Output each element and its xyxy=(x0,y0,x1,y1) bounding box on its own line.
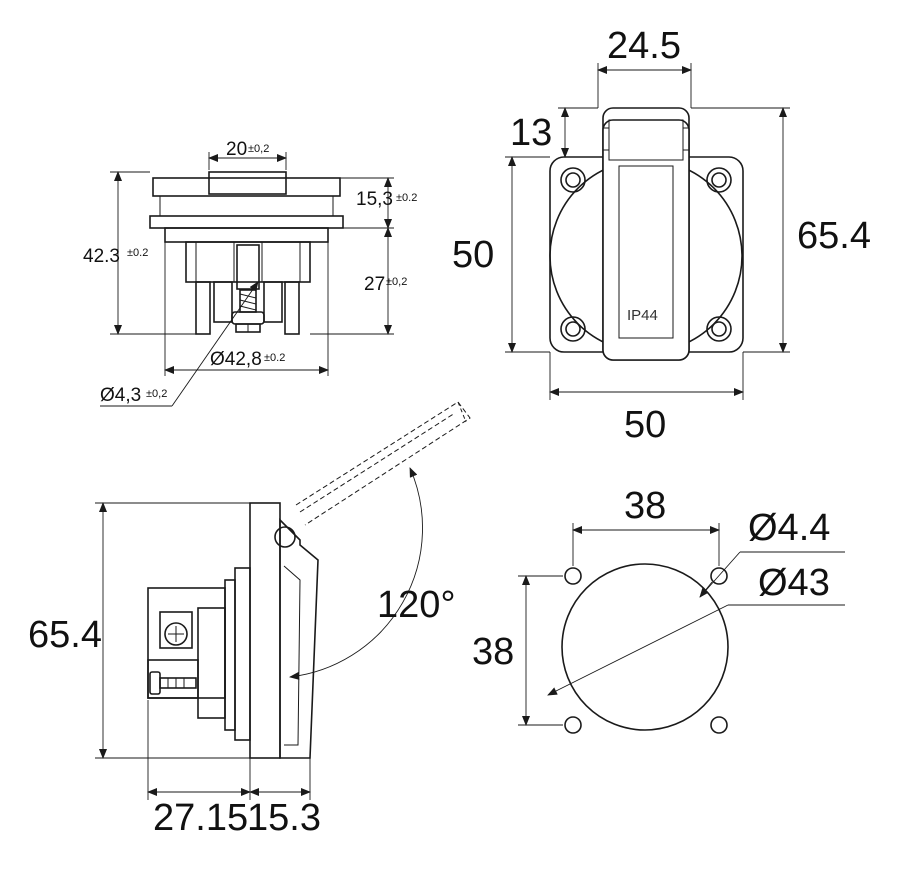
cutout-hole-bl xyxy=(564,716,582,734)
depth-front-value: 15.3 xyxy=(247,797,321,839)
mount-hole-bl xyxy=(560,316,586,342)
rear-ring xyxy=(164,227,329,243)
screw-dia-value: Ø4,3 xyxy=(100,385,141,406)
flange-thk-value: 15,3 xyxy=(356,189,393,210)
hinge-pin xyxy=(274,526,296,548)
hole-spacing-y-value: 38 xyxy=(472,631,514,673)
hub-dim-value: 20 xyxy=(226,139,247,160)
center-terminal xyxy=(236,244,260,290)
cutout-circle xyxy=(561,563,729,731)
side-height-value: 65.4 xyxy=(28,614,102,656)
cutout-hole-tr xyxy=(710,567,728,585)
body-depth-value: 27 xyxy=(364,274,385,295)
top-view: 20 ±0,2 42.3 ±0.2 15,3 ±0.2 27 ±0,2 Ø42,… xyxy=(83,139,417,407)
open-lid xyxy=(295,401,471,526)
hub-dim-tol: ±0,2 xyxy=(248,143,269,155)
cutout-hole-br xyxy=(710,716,728,734)
body-depth-tol: ±0,2 xyxy=(386,276,407,288)
height-flange-value: 50 xyxy=(452,234,494,276)
total-height-value: 42.3 xyxy=(83,246,120,267)
total-height-tol: ±0.2 xyxy=(127,247,148,259)
hole-spacing-x-value: 38 xyxy=(624,485,666,527)
side-view: 120° 65.4 27.15 15.3 xyxy=(28,401,471,839)
angle-arc xyxy=(289,467,423,680)
width-top-value: 24.5 xyxy=(607,25,681,67)
cutout-view: 38 38 Ø4.4 Ø43 xyxy=(472,485,845,734)
hub-outline xyxy=(208,171,287,195)
terminal-body xyxy=(185,241,311,283)
body-dia-tol: ±0.2 xyxy=(264,352,285,364)
screw-head xyxy=(231,311,265,325)
height-total-value: 65.4 xyxy=(797,215,871,257)
cover-recess xyxy=(618,165,674,339)
side-screw xyxy=(164,622,188,646)
cutout-dia-value: Ø43 xyxy=(758,562,830,604)
cover-offset-value: 13 xyxy=(510,112,552,154)
lid-angle-value: 120° xyxy=(377,584,456,626)
depth-rear-value: 27.15 xyxy=(153,797,248,839)
flange-thk-tol: ±0.2 xyxy=(396,192,417,204)
cutout-hole-tl xyxy=(564,567,582,585)
front-view: IP44 24.5 13 50 65.4 50 xyxy=(452,25,871,446)
width-flange-value: 50 xyxy=(624,404,666,446)
mount-hole-tl xyxy=(560,167,586,193)
body-dia-value: Ø42,8 xyxy=(210,349,262,370)
screw-dia-tol: ±0,2 xyxy=(146,388,167,400)
hole-dia-value: Ø4.4 xyxy=(748,507,830,549)
mount-hole-br xyxy=(706,316,732,342)
ip-marking: IP44 xyxy=(627,307,658,324)
flange-plate xyxy=(149,215,344,229)
mount-hole-tr xyxy=(706,167,732,193)
